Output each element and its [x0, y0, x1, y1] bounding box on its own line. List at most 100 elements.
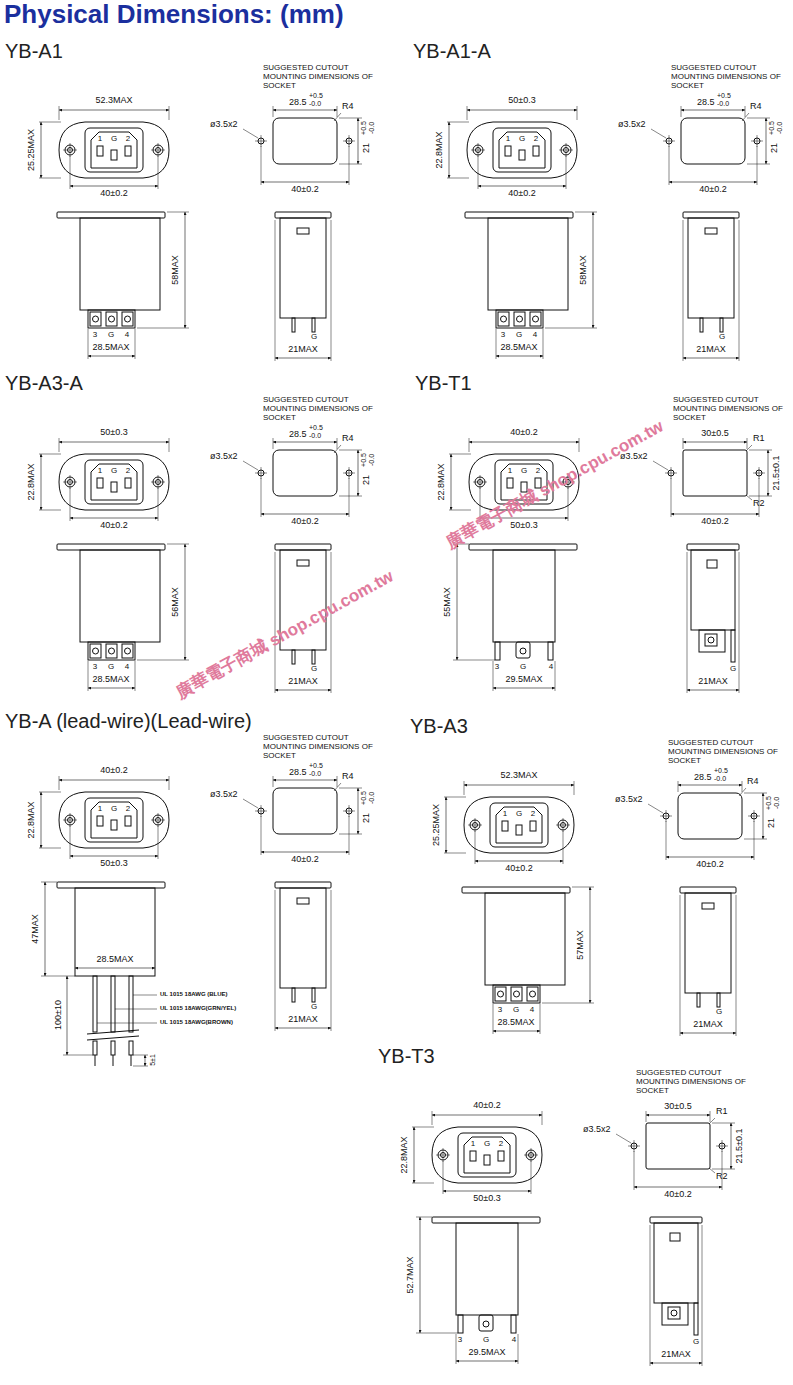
dimension-label: 21: [362, 475, 372, 485]
dimension-label: R1: [716, 1107, 728, 1117]
dimension-label: G: [516, 331, 522, 340]
dimension-label: 28.5: [289, 430, 307, 440]
dimension-label: 3: [93, 331, 97, 340]
dimension-label: 1: [506, 135, 510, 144]
dimension-label: ø3.5x2: [210, 790, 238, 800]
dimension-label: 21.5±0.1: [735, 1129, 745, 1164]
dimension-label: G: [716, 1008, 722, 1017]
dimension-label: +0.5: [360, 453, 368, 467]
dimension-label: +0.5: [309, 762, 323, 770]
dimension-label: 50±0.3: [473, 1194, 500, 1204]
dimension-label: 21: [362, 813, 372, 823]
yb-a3-a-views: [39, 438, 362, 693]
watermark: 廣華電子商城 shop.cpu.com.tw: [173, 567, 397, 702]
dimension-label: 22.8MAX: [27, 801, 37, 838]
dimension-label: +0.5: [765, 796, 773, 810]
dimension-label: 21.5±0.1: [772, 456, 782, 491]
dimension-label: 4: [512, 1336, 516, 1345]
dimension-label: 40±0.2: [701, 517, 728, 527]
dimension-label: G: [111, 467, 117, 476]
dimension-label: G: [521, 467, 527, 476]
dimension-label: G: [719, 333, 725, 342]
dimension-label: G: [111, 805, 117, 814]
dimension-label: 1: [471, 1140, 475, 1149]
dimension-label: 4: [125, 331, 129, 340]
dimension-label: 2: [534, 135, 538, 144]
dimension-label: 21MAX: [661, 1350, 691, 1360]
dimension-label: 2: [126, 135, 130, 144]
dimension-label: 40±0.2: [100, 189, 127, 199]
dimension-label: 4: [530, 1006, 534, 1015]
wire-spec: UL 1015 18AWG(BROWN): [160, 1019, 233, 1026]
model-name: YB-A1: [5, 40, 63, 62]
note-text: SUGGESTED CUTOUT MOUNTING DIMENSIONS OF …: [263, 64, 381, 91]
dimension-label: 40±0.2: [291, 185, 318, 195]
model-name: YB-T3: [378, 1045, 435, 1067]
dimension-label: 50±0.3: [100, 859, 127, 869]
dimension-label: G: [311, 1003, 317, 1012]
dimension-label: G: [516, 810, 522, 819]
dimension-label: +0.5: [768, 121, 776, 135]
dimension-label: 2: [499, 1140, 503, 1149]
dimension-label: R2: [753, 499, 765, 509]
dimension-label: G: [311, 665, 317, 674]
dimension-label: 40±0.2: [699, 185, 726, 195]
dimension-label: 1: [98, 467, 102, 476]
model-name: YB-A3-A: [5, 372, 83, 394]
dimension-label: -0.0: [714, 775, 726, 783]
dimension-label: -0.0: [368, 792, 376, 804]
dimension-label: 5±1: [149, 1054, 157, 1066]
dimension-label: G: [111, 135, 117, 144]
dimension-label: 40±0.2: [291, 855, 318, 865]
dimension-label: 52.3MAX: [500, 771, 537, 781]
dimension-label: +0.5: [360, 121, 368, 135]
dimension-label: -0.0: [717, 100, 729, 108]
dimension-label: 22.8MAX: [400, 1136, 410, 1173]
dimension-label: 2: [126, 467, 130, 476]
dimension-label: -0.0: [776, 122, 784, 134]
dimension-label: +0.5: [309, 424, 323, 432]
dimension-label: 52.3MAX: [95, 96, 132, 106]
dimension-label: 40±0.2: [100, 521, 127, 531]
dimension-label: 21MAX: [696, 345, 726, 355]
dimension-label: 30±0.5: [701, 429, 728, 439]
dimension-label: 50±0.3: [100, 428, 127, 438]
dimension-label: 40±0.2: [508, 189, 535, 199]
dimension-label: 40±0.2: [473, 1101, 500, 1111]
dimension-label: 56MAX: [171, 587, 181, 617]
dimension-label: 3: [93, 663, 97, 672]
wire-spec: UL 1015 18AWG (BLUE): [160, 991, 228, 998]
dimension-label: 40±0.2: [505, 864, 532, 874]
note-text: SUGGESTED CUTOUT MOUNTING DIMENSIONS OF …: [263, 396, 381, 423]
dimension-label: G: [108, 331, 114, 340]
dimension-label: 25.25MAX: [27, 129, 37, 171]
note-text: SUGGESTED CUTOUT MOUNTING DIMENSIONS OF …: [668, 739, 786, 766]
dimension-label: 28.5: [289, 98, 307, 108]
dimension-label: 4: [533, 331, 537, 340]
dimension-label: 21MAX: [693, 1020, 723, 1030]
dimension-label: 28.5: [289, 768, 307, 778]
dimension-label: 21MAX: [288, 1015, 318, 1025]
dimension-label: G: [519, 135, 525, 144]
dimension-label: 1: [503, 810, 507, 819]
dimension-label: G: [108, 663, 114, 672]
model-name: YB-A3: [410, 715, 468, 737]
dimension-label: 58MAX: [579, 255, 589, 285]
dimension-label: ø3.5x2: [618, 120, 646, 130]
dimension-label: G: [693, 1338, 699, 1347]
dimension-label: 58MAX: [171, 255, 181, 285]
dimension-label: 21: [767, 818, 777, 828]
dimension-label: 40±0.2: [664, 1190, 691, 1200]
dimension-label: +0.5: [717, 92, 731, 100]
dimension-label: G: [520, 663, 526, 672]
dimension-label: 100±10: [54, 1000, 64, 1030]
dimension-label: 57MAX: [576, 930, 586, 960]
page-title: Physical Dimensions: (mm): [4, 0, 344, 29]
dimension-label: 1: [508, 467, 512, 476]
dimension-label: 3: [495, 663, 499, 672]
watermark: 廣華電子商城 shop.cpu.com.tw: [443, 417, 667, 552]
dimension-label: 29.5MAX: [468, 1348, 505, 1358]
yb-a1-views: [39, 106, 362, 361]
model-name: YB-A1-A: [413, 40, 491, 62]
dimension-label: 40±0.2: [696, 860, 723, 870]
